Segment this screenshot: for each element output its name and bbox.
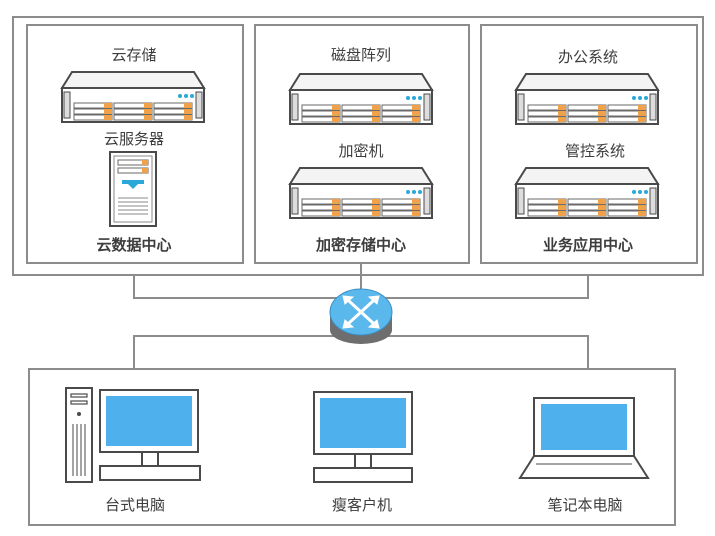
desktop-computer-label: 台式电脑 <box>104 496 166 514</box>
cloud-storage-label: 云存储 <box>111 46 157 64</box>
desktop-computer-icon <box>65 387 201 483</box>
laptop-icon <box>518 397 650 479</box>
terminals-frame <box>28 368 676 526</box>
zone-cloud-datacenter <box>26 24 244 264</box>
router-icon <box>329 288 393 344</box>
cloud-storage-server-icon <box>60 71 206 123</box>
encryptor-server-icon <box>288 167 434 219</box>
crypto-storage-title: 加密存储中心 <box>315 236 407 254</box>
thin-client-icon <box>313 391 413 483</box>
cloud-server-tower-icon <box>109 151 157 227</box>
disk-array-server-icon <box>288 73 434 125</box>
control-system-server-icon <box>514 167 660 219</box>
disk-array-label: 磁盘阵列 <box>330 46 392 64</box>
laptop-label: 笔记本电脑 <box>547 496 623 514</box>
business-apps-title: 业务应用中心 <box>542 236 634 254</box>
cloud-server-label: 云服务器 <box>103 130 165 148</box>
control-system-label: 管控系统 <box>564 142 626 160</box>
zone-business-apps <box>480 24 698 264</box>
thin-client-label: 瘦客户机 <box>331 496 393 514</box>
cloud-datacenter-title: 云数据中心 <box>96 236 172 254</box>
encryptor-label: 加密机 <box>338 142 384 160</box>
office-system-server-icon <box>514 73 660 125</box>
zone-crypto-storage <box>254 24 470 264</box>
datacenter-outer-frame <box>12 16 704 276</box>
office-system-label: 办公系统 <box>557 48 619 66</box>
